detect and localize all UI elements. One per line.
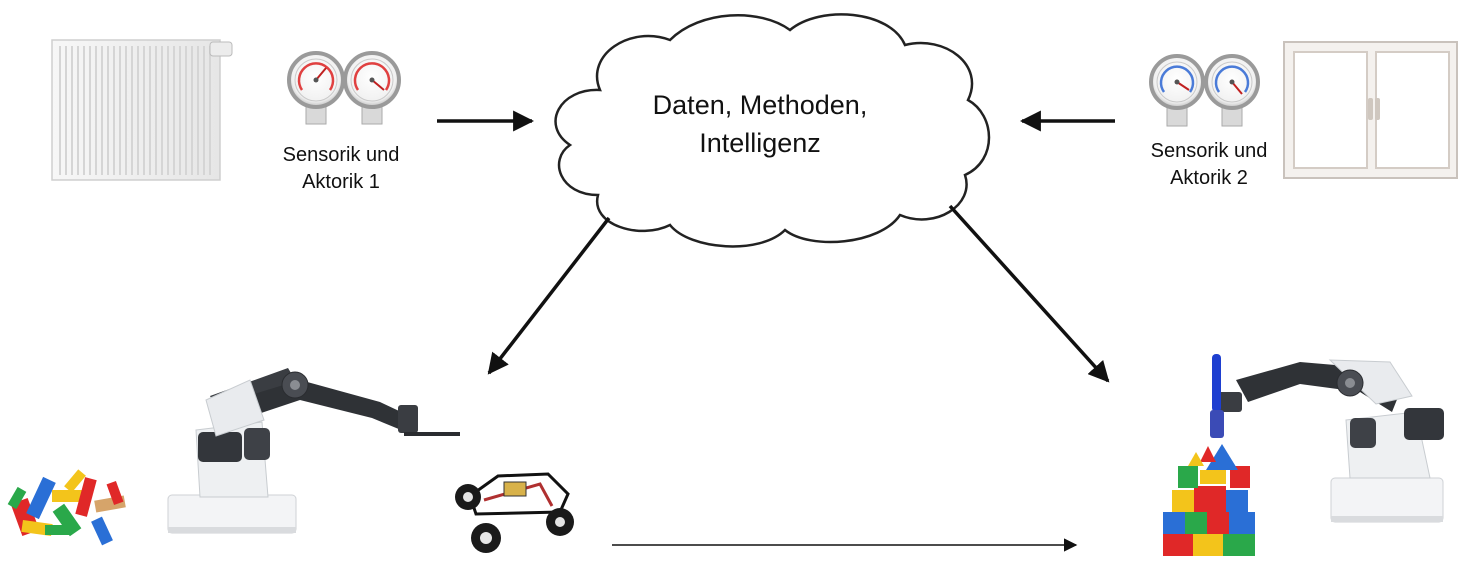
node-right-label-line1: Sensorik und: [1150, 140, 1268, 162]
arrow-cloud-to-bottom-right: [948, 204, 1110, 383]
cloud-label-line1: Daten, Methoden,: [652, 90, 868, 120]
rc-car-icon: [455, 472, 574, 553]
cloud-label-line2: Intelligenz: [699, 128, 821, 158]
block-tower-icon: [1163, 444, 1255, 556]
gauge-icon: [1204, 54, 1260, 127]
gauge-icon: [287, 51, 345, 125]
gauge-icon: [1149, 54, 1205, 127]
radiator-icon: [51, 39, 233, 181]
node-left-label: Sensorik und Aktorik 1: [256, 142, 426, 196]
node-right-label-line2: Aktorik 2: [1170, 167, 1248, 189]
cloud-shape: [554, 13, 991, 248]
robot-arm-icon: [167, 368, 460, 534]
arrow-cloud-to-bottom-left: [487, 216, 611, 375]
node-left-label-line2: Aktorik 1: [302, 171, 380, 193]
gauge-icon: [343, 51, 401, 125]
robot-arm-icon: [1210, 354, 1444, 523]
toy-blocks-icon: [7, 469, 126, 546]
node-left-label-line1: Sensorik und: [282, 144, 400, 166]
node-right-label: Sensorik und Aktorik 2: [1124, 138, 1294, 192]
window-icon: [1283, 41, 1458, 179]
cloud-label: Daten, Methoden, Intelligenz: [610, 86, 910, 162]
